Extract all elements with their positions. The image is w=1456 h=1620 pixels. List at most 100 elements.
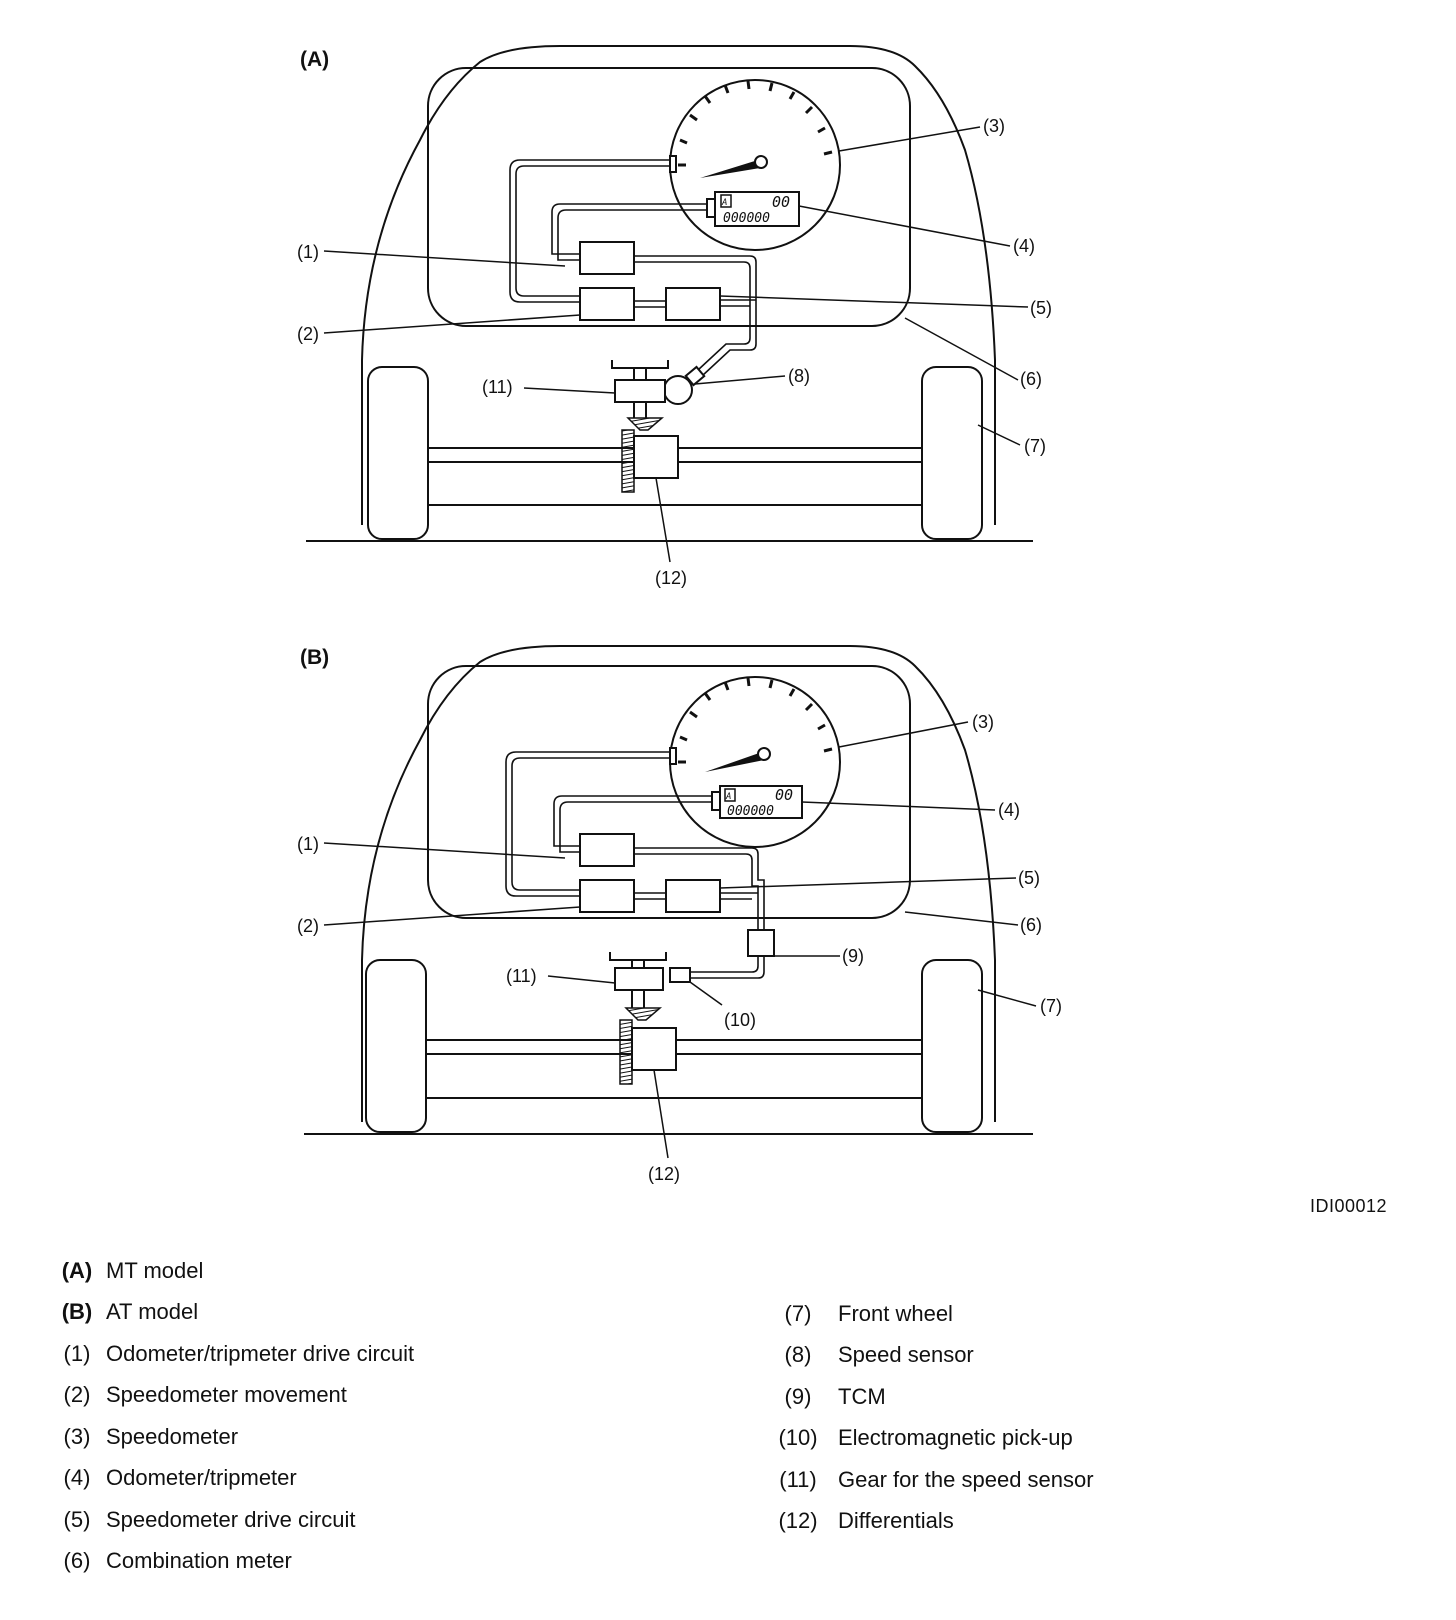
legend-text: Gear for the speed sensor [838, 1466, 1094, 1492]
panel-b-label: (B) [300, 646, 329, 669]
speedometer-movement-box [579, 287, 635, 321]
legend-key: (4) [63, 1465, 91, 1491]
callout-1: (1) [297, 242, 319, 262]
legend-item: (3) Speedometer [48, 1416, 414, 1458]
legend-text: Electromagnetic pick-up [838, 1425, 1073, 1451]
speedometer-movement-box [579, 879, 635, 913]
legend-item: (12) Differentials [758, 1501, 1094, 1543]
electromagnetic-pickup [669, 967, 691, 983]
vehicle-body-outline [361, 645, 996, 1122]
legend-key: (3) [63, 1423, 91, 1449]
legend-text: Speedometer [106, 1423, 239, 1449]
combination-meter-outline [427, 665, 911, 919]
odometer-digits: 000000 [723, 211, 770, 226]
legend-text: MT model [106, 1257, 204, 1283]
differential [631, 1027, 677, 1071]
legend-text: Speedometer drive circuit [106, 1506, 356, 1532]
legend-left-column: (A) MT model (B) AT model (1) Odometer/trip… [48, 1250, 414, 1582]
legend-item: (A) MT model [48, 1250, 414, 1292]
callout-4: (4) [998, 800, 1020, 820]
speed-sensor [663, 375, 693, 405]
right-front-wheel [921, 959, 983, 1133]
callout-8: (8) [788, 366, 810, 386]
odometer-icon: A [725, 792, 731, 802]
panel-b-at-model: (B) [297, 645, 1062, 1184]
callout-3: (3) [972, 712, 994, 732]
odometer-drive-circuit-box [579, 241, 635, 275]
callout-5: (5) [1018, 868, 1040, 888]
callout-2: (2) [297, 324, 319, 344]
legend-item: (4) Odometer/tripmeter [48, 1458, 414, 1500]
odometer-display: A 00 000000 [706, 191, 800, 227]
legend-text: Odometer/tripmeter [106, 1465, 297, 1491]
callout-7: (7) [1024, 436, 1046, 456]
legend-text: AT model [106, 1299, 199, 1325]
legend-item: (10) Electromagnetic pick-up [758, 1418, 1094, 1460]
speedometer-drive-circuit-box [665, 287, 721, 321]
callout-9: (9) [842, 946, 864, 966]
legend-key: (8) [784, 1342, 812, 1368]
right-front-wheel [921, 366, 983, 540]
callout-10: (10) [724, 1010, 756, 1030]
legend-text: Speedometer movement [106, 1382, 347, 1408]
legend-key: (B) [61, 1299, 93, 1325]
legend-item: (11) Gear for the speed sensor [758, 1459, 1094, 1501]
vehicle-body-outline [361, 45, 996, 525]
callout-11: (11) [506, 966, 537, 986]
legend-key: (1) [63, 1340, 91, 1366]
callout-6: (6) [1020, 369, 1042, 389]
odometer-display: A 00 000000 [711, 785, 803, 819]
legend-text: TCM [838, 1383, 886, 1409]
left-front-wheel [365, 959, 427, 1133]
speedometer-system-diagram: (A) [297, 45, 1062, 1184]
legend-text: Differentials [838, 1508, 954, 1534]
legend-item: (9) TCM [758, 1376, 1094, 1418]
legend-text: Combination meter [106, 1548, 292, 1574]
callout-11: (11) [482, 377, 513, 397]
callout-2: (2) [297, 916, 319, 936]
callout-1: (1) [297, 834, 319, 854]
callout-7: (7) [1040, 996, 1062, 1016]
tripmeter-digits: 00 [775, 786, 793, 804]
odometer-digits: 000000 [727, 804, 774, 819]
figure-id: IDI00012 [1310, 1196, 1388, 1216]
speed-sensor-gear [614, 379, 666, 403]
legend-key: (6) [63, 1548, 91, 1574]
panel-a-mt-model: (A) [297, 45, 1052, 588]
legend-key: (9) [784, 1383, 812, 1409]
speedometer-dial [669, 676, 841, 848]
legend-key: (7) [784, 1300, 812, 1326]
speed-sensor-gear [614, 967, 664, 991]
callout-5: (5) [1030, 298, 1052, 318]
legend: (A) MT model (B) AT model (1) Odometer/trip… [48, 1250, 1428, 1580]
legend-text: Speed sensor [838, 1342, 974, 1368]
legend-key: (11) [779, 1466, 817, 1492]
legend-right-column: (7) Front wheel (8) Speed sensor (9) TCM (1… [758, 1293, 1094, 1543]
legend-item: (2) Speedometer movement [48, 1375, 414, 1417]
legend-text: Front wheel [838, 1300, 953, 1326]
tcm-box [747, 929, 775, 957]
odometer-icon: A [721, 198, 727, 208]
combination-meter-outline [427, 67, 911, 327]
legend-item: (8) Speed sensor [758, 1335, 1094, 1377]
legend-key: (A) [61, 1257, 93, 1283]
legend-text: Odometer/tripmeter drive circuit [106, 1340, 415, 1366]
legend-item: (6) Combination meter [48, 1541, 414, 1583]
legend-key: (2) [63, 1382, 91, 1408]
legend-item: (7) Front wheel [758, 1293, 1094, 1335]
speedometer-drive-circuit-box [665, 879, 721, 913]
odometer-drive-circuit-box [579, 833, 635, 867]
legend-item: (B) AT model [48, 1292, 414, 1334]
callout-12: (12) [648, 1164, 680, 1184]
callout-12: (12) [655, 568, 687, 588]
tripmeter-digits: 00 [772, 193, 790, 211]
legend-item: (1) Odometer/tripmeter drive circuit [48, 1333, 415, 1375]
callout-3: (3) [983, 116, 1005, 136]
differential [633, 435, 679, 479]
legend-key: (12) [778, 1508, 818, 1534]
callout-4: (4) [1013, 236, 1035, 256]
legend-key: (10) [778, 1425, 818, 1451]
callout-6: (6) [1020, 915, 1042, 935]
panel-a-label: (A) [300, 48, 329, 71]
left-front-wheel [367, 366, 429, 540]
